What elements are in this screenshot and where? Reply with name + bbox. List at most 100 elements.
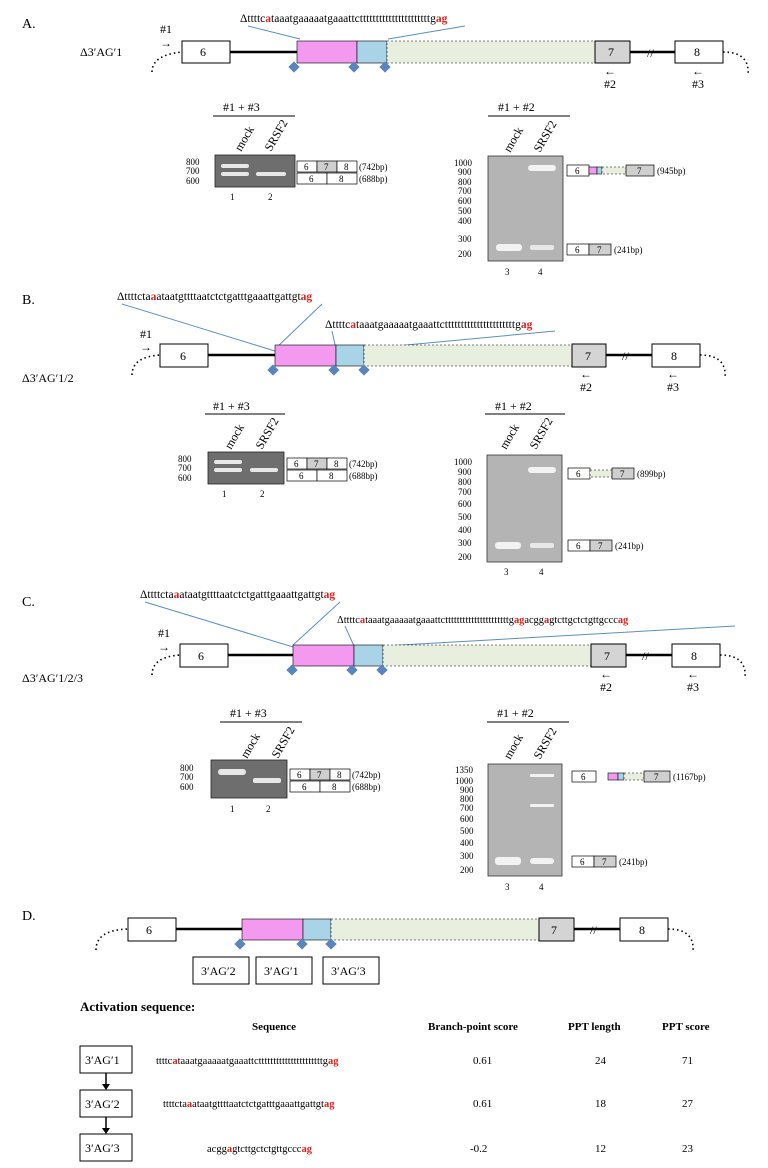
svg-text:900: 900 [460, 785, 474, 795]
svg-text:6: 6 [302, 782, 307, 792]
svg-text:6: 6 [580, 857, 585, 867]
svg-text:200: 200 [458, 552, 472, 562]
svg-text:600: 600 [458, 196, 472, 206]
svg-text:#1 + #2: #1 + #2 [495, 399, 532, 413]
svg-text:3: 3 [505, 882, 510, 892]
primer-2-arrow-icon: ← [604, 64, 616, 78]
svg-text:7: 7 [551, 923, 557, 937]
product-742: (742bp) [359, 162, 388, 172]
svg-text:6: 6 [180, 349, 186, 363]
svg-text:mock: mock [500, 124, 525, 154]
panel-a-construct-label: Δ3′AG′1 [80, 45, 122, 59]
svg-text:#1 + #3: #1 + #3 [230, 706, 267, 720]
header-ppt-score: PPT score [662, 1021, 710, 1033]
svg-text:800: 800 [460, 794, 474, 804]
svg-text:200: 200 [460, 865, 474, 875]
svg-text:7: 7 [654, 772, 659, 782]
svg-text:300: 300 [458, 234, 472, 244]
svg-text:7: 7 [597, 245, 602, 255]
svg-text:900: 900 [458, 167, 472, 177]
svg-text:6: 6 [576, 541, 581, 551]
svg-text:←: ← [667, 367, 679, 381]
svg-text:(742bp): (742bp) [352, 770, 381, 780]
blue-segment [356, 40, 388, 64]
svg-text:(945bp): (945bp) [657, 166, 686, 176]
exon-7-label: 7 [608, 45, 614, 59]
activation-table: Activation sequence: Sequence Branch-poi… [79, 999, 710, 1162]
svg-text:8: 8 [334, 459, 339, 469]
svg-text:8: 8 [344, 162, 349, 172]
panel-c-construct-label: Δ3′AG′1/2/3 [22, 671, 83, 685]
svg-text:1000: 1000 [454, 158, 473, 168]
svg-text:←: ← [687, 667, 699, 681]
svg-text:1: 1 [230, 192, 235, 202]
svg-text:700: 700 [186, 166, 200, 176]
panel-b-sequence-1: Δttttcataaatgaaaaatgaaattctttttttttttttt… [325, 319, 533, 331]
svg-text:900: 900 [458, 467, 472, 477]
svg-text://: // [642, 649, 649, 663]
svg-text:→: → [158, 640, 170, 654]
gel1-title: #1 + #3 [223, 100, 260, 114]
svg-text:7: 7 [604, 649, 610, 663]
svg-text:8: 8 [639, 923, 645, 937]
svg-text:mock: mock [500, 731, 525, 761]
primer-1-arrow-icon: → [160, 36, 172, 50]
svg-text:800: 800 [458, 177, 472, 187]
gel2-title: #1 + #2 [498, 100, 535, 114]
svg-text:1: 1 [222, 489, 227, 499]
svg-text:(742bp): (742bp) [349, 459, 378, 469]
svg-text:7: 7 [620, 469, 625, 479]
svg-text:#2: #2 [600, 680, 612, 694]
panel-b-construct-label: Δ3′AG′1/2 [22, 371, 74, 385]
svg-text:2: 2 [266, 804, 271, 814]
svg-text:#1: #1 [158, 626, 170, 640]
svg-text:8: 8 [332, 782, 337, 792]
svg-text:(241bp): (241bp) [614, 245, 643, 255]
svg-text:8: 8 [671, 349, 677, 363]
svg-text:8: 8 [337, 770, 342, 780]
svg-text:6: 6 [309, 174, 314, 184]
panel-b: B. Δttttctaaataatgttttaatctctgatttgaaatt… [22, 291, 726, 577]
svg-text:#3: #3 [667, 380, 679, 394]
site-3ag1-label: 3′AG′1 [264, 964, 299, 978]
svg-text:8: 8 [339, 174, 344, 184]
svg-text:6: 6 [576, 469, 581, 479]
svg-text:3: 3 [505, 267, 510, 277]
svg-text:400: 400 [458, 216, 472, 226]
svg-text:2: 2 [260, 489, 265, 499]
exon-6-label: 6 [200, 45, 206, 59]
svg-text:600: 600 [458, 499, 472, 509]
svg-text:mock: mock [221, 421, 246, 451]
svg-text:400: 400 [460, 838, 474, 848]
svg-text:8: 8 [329, 471, 334, 481]
svg-text:6: 6 [575, 166, 580, 176]
svg-text:acggagtcttgctctgttgcccag: acggagtcttgctctgttgcccag [207, 1144, 313, 1155]
panel-a-sequence: Δttttcataaatgaaaaatgaaattctttttttttttttt… [240, 13, 448, 25]
table-row-site: 3′AG′1 [85, 1053, 120, 1067]
svg-text:0.61: 0.61 [473, 1055, 492, 1067]
svg-text:23: 23 [682, 1143, 694, 1155]
panel-d: D. // 6 7 8 3′AG′2 3′AG′1 3′AG′3 [22, 909, 694, 985]
svg-text:800: 800 [458, 477, 472, 487]
svg-text:200: 200 [458, 249, 472, 259]
svg-text:7: 7 [317, 770, 322, 780]
svg-text:ttttctaaataatgttttaatctctgattt: ttttctaaataatgttttaatctctgatttgaaattgatt… [163, 1099, 335, 1110]
svg-text:SRSF2: SRSF2 [526, 415, 555, 451]
svg-text:SRSF2: SRSF2 [530, 725, 559, 761]
panel-b-sequence-2: Δttttctaaataatgttttaatctctgatttgaaattgat… [117, 291, 312, 303]
header-branch-point: Branch-point score [428, 1021, 518, 1033]
svg-text:#3: #3 [687, 680, 699, 694]
panel-a: A. Δttttcataaatgaaaaatgaaattcttttttttttt… [22, 13, 749, 277]
svg-text:24: 24 [595, 1055, 607, 1067]
svg-text:71: 71 [682, 1055, 693, 1067]
svg-text:(688bp): (688bp) [349, 471, 378, 481]
svg-text:18: 18 [595, 1098, 607, 1110]
gel-image [214, 154, 296, 188]
svg-text:1350: 1350 [455, 765, 474, 775]
svg-text:7: 7 [324, 162, 329, 172]
product-688: (688bp) [359, 174, 388, 184]
svg-text:(1167bp): (1167bp) [673, 772, 706, 782]
primer-1-arrow-icon: → [140, 340, 152, 354]
svg-text:2: 2 [268, 192, 273, 202]
svg-text:7: 7 [602, 857, 607, 867]
